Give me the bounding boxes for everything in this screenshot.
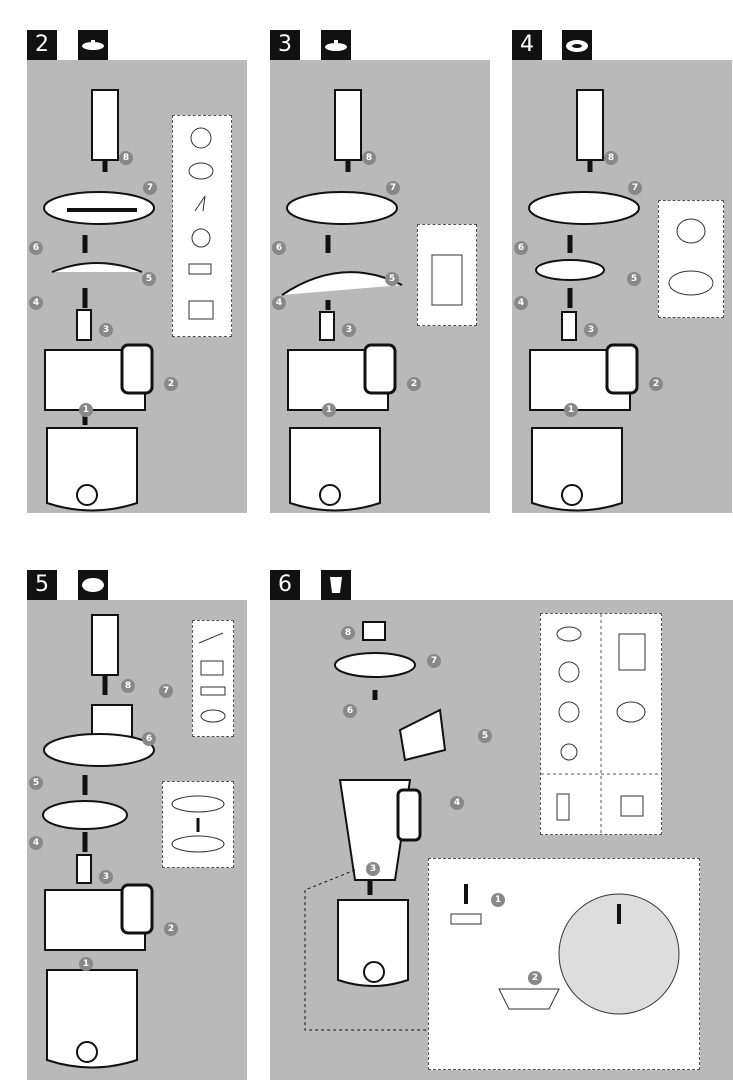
callout-1: 1 bbox=[79, 957, 93, 971]
step-6-number: 6 bbox=[270, 570, 300, 600]
step-4-panel: 8 7 6 5 4 3 2 1 bbox=[512, 60, 732, 513]
callout-4: 4 bbox=[272, 296, 286, 310]
callout-1: 1 bbox=[322, 403, 336, 417]
step-4-number: 4 bbox=[512, 30, 542, 60]
step-4-food-inset bbox=[658, 200, 724, 318]
callout-8: 8 bbox=[119, 151, 133, 165]
blender-jar-icon bbox=[321, 570, 351, 600]
callout-7: 7 bbox=[386, 181, 400, 195]
step-3-number: 3 bbox=[270, 30, 300, 60]
callout-5: 5 bbox=[142, 272, 156, 286]
step-2-number: 2 bbox=[27, 30, 57, 60]
chopping-blade-icon bbox=[78, 30, 108, 60]
step-3-food-inset bbox=[417, 224, 477, 326]
callout-5: 5 bbox=[29, 776, 43, 790]
callout-6: 6 bbox=[343, 704, 357, 718]
callout-2: 2 bbox=[164, 377, 178, 391]
callout-6: 6 bbox=[142, 732, 156, 746]
callout-6: 6 bbox=[272, 241, 286, 255]
callout-5: 5 bbox=[627, 272, 641, 286]
callout-4: 4 bbox=[29, 836, 43, 850]
step-6-blade-detail-inset bbox=[428, 858, 700, 1070]
callout-8: 8 bbox=[362, 151, 376, 165]
whipping-blade-icon bbox=[321, 30, 351, 60]
step-6-food-inset bbox=[540, 613, 662, 835]
callout-1: 1 bbox=[491, 893, 505, 907]
callout-2: 2 bbox=[164, 922, 178, 936]
callout-7: 7 bbox=[143, 181, 157, 195]
step-5-disc-inset bbox=[162, 781, 234, 868]
callout-6: 6 bbox=[29, 241, 43, 255]
step-5-number: 5 bbox=[27, 570, 57, 600]
callout-3: 3 bbox=[99, 870, 113, 884]
callout-3: 3 bbox=[584, 323, 598, 337]
callout-8: 8 bbox=[121, 679, 135, 693]
emulsifying-disc-icon bbox=[562, 30, 592, 60]
step-2-panel: 8 7 6 5 4 3 2 1 bbox=[27, 60, 247, 513]
callout-8: 8 bbox=[341, 626, 355, 640]
step-3-panel: 8 7 6 5 4 3 2 1 bbox=[270, 60, 490, 513]
callout-3: 3 bbox=[99, 323, 113, 337]
callout-2: 2 bbox=[528, 971, 542, 985]
step-2-food-inset bbox=[172, 115, 232, 337]
callout-5: 5 bbox=[385, 272, 399, 286]
callout-2: 2 bbox=[407, 377, 421, 391]
callout-3: 3 bbox=[366, 862, 380, 876]
callout-6: 6 bbox=[514, 241, 528, 255]
step-5-food-inset bbox=[192, 620, 234, 737]
callout-4: 4 bbox=[450, 796, 464, 810]
callout-7: 7 bbox=[628, 181, 642, 195]
callout-1: 1 bbox=[79, 403, 93, 417]
slicing-disc-icon bbox=[78, 570, 108, 600]
step-6-panel: 8 7 6 5 4 3 1 2 bbox=[270, 600, 733, 1080]
callout-4: 4 bbox=[514, 296, 528, 310]
callout-1: 1 bbox=[564, 403, 578, 417]
callout-8: 8 bbox=[604, 151, 618, 165]
callout-5: 5 bbox=[478, 729, 492, 743]
step-5-panel: 8 7 6 5 4 3 2 1 bbox=[27, 600, 247, 1080]
callout-4: 4 bbox=[29, 296, 43, 310]
callout-7: 7 bbox=[427, 654, 441, 668]
callout-7: 7 bbox=[159, 684, 173, 698]
callout-2: 2 bbox=[649, 377, 663, 391]
callout-3: 3 bbox=[342, 323, 356, 337]
